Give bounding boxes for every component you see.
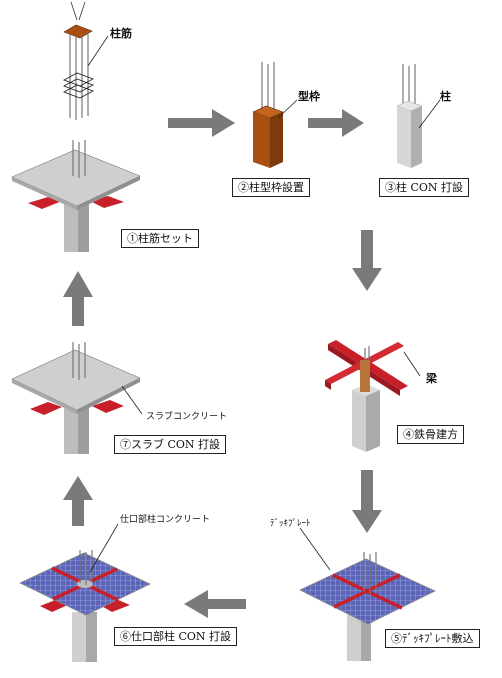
callout-beam: 梁	[426, 372, 437, 385]
step7-label: ⑦スラブ CON 打設	[114, 435, 227, 454]
callout-formwork: 型枠	[298, 90, 320, 103]
callout-slab: スラブコンクリート	[146, 412, 228, 422]
step4-label: ④鉄骨建方	[397, 425, 464, 444]
callout-deck: ﾃﾞｯｷﾌﾟﾚｰﾄ	[270, 519, 311, 529]
step2-label: ②柱型枠設置	[232, 178, 310, 197]
step7-slab-concrete	[11, 342, 141, 454]
step1-rebar-cage	[63, 1, 94, 120]
step3-column	[396, 64, 423, 168]
arrow-2-to-3	[308, 109, 364, 137]
arrow-7-to-1	[63, 271, 93, 326]
callout-column: 柱	[440, 90, 451, 103]
step6-label: ⑥仕口部柱 CON 打設	[114, 627, 238, 646]
step3-label: ③柱 CON 打設	[379, 178, 470, 197]
flow-arrows	[63, 109, 382, 618]
step4-steel-erection	[325, 340, 408, 452]
step5-deck-plate	[299, 552, 436, 661]
arrow-3-to-4	[352, 230, 382, 291]
step5-label: ⑤ﾃﾞｯｷﾌﾟﾚｰﾄ敷込	[385, 629, 480, 648]
step1-label: ①柱筋セット	[121, 229, 199, 248]
callout-joint: 仕口部柱コンクリート	[120, 515, 211, 525]
step2-formwork	[252, 62, 284, 168]
step6-joint-concrete	[19, 550, 151, 662]
arrow-4-to-5	[352, 470, 382, 533]
callout-leaders	[87, 35, 441, 573]
arrow-1-to-2	[168, 109, 235, 137]
arrow-5-to-6	[184, 590, 246, 618]
callout-rebar: 柱筋	[110, 27, 132, 40]
step1-slab-assembly	[11, 140, 141, 252]
arrow-6-to-7	[63, 476, 93, 526]
